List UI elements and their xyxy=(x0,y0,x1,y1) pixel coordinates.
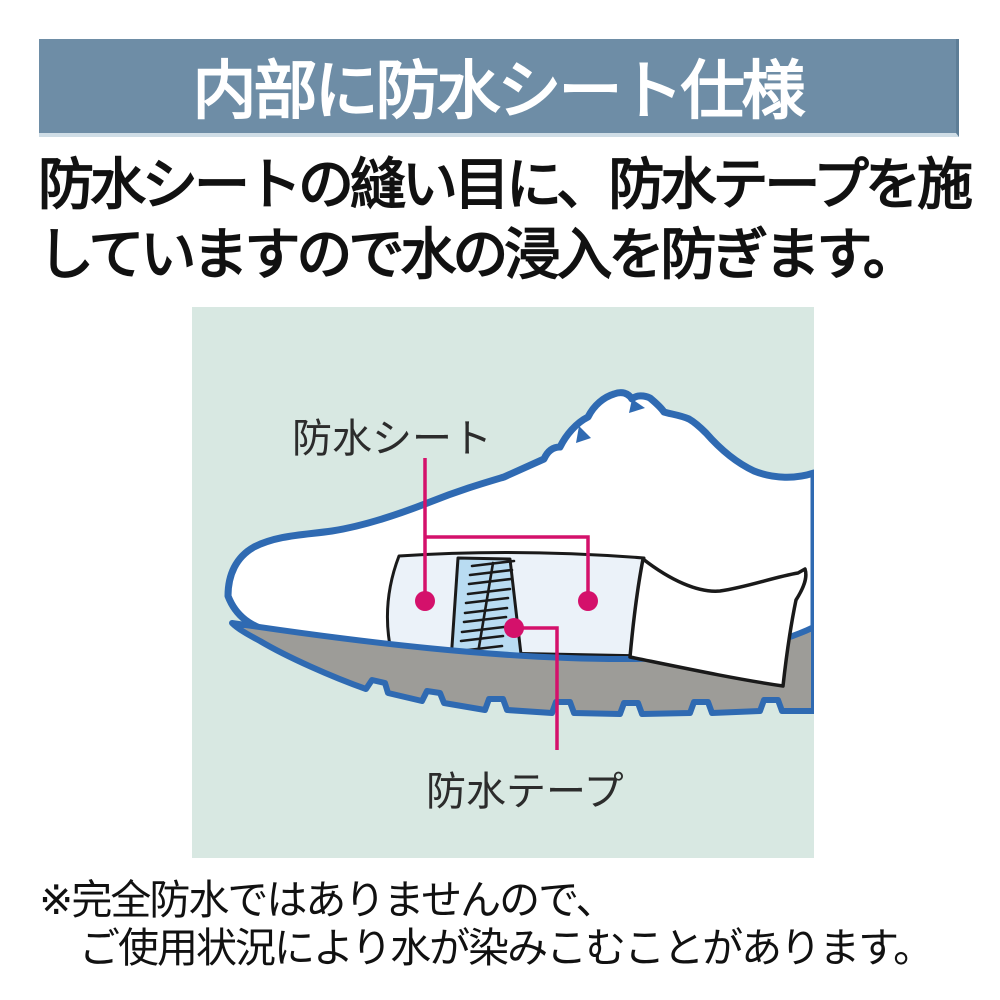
marker-dots xyxy=(415,591,598,638)
waterproof-tape-label: 防水テープ xyxy=(426,770,624,814)
description-text: 防水シートの縫い目に、防水テープを施 していますので水の浸入を防ぎます。 xyxy=(38,150,973,290)
leader-lines xyxy=(423,458,590,750)
shoe-diagram: 防水シート 防水テープ xyxy=(192,307,814,858)
seam-stitches xyxy=(458,559,516,661)
sheet-marker-dot xyxy=(415,591,435,611)
description-line-1: 防水シートの縫い目に、防水テープを施 xyxy=(38,153,973,216)
description-line-2: していますので水の浸入を防ぎます。 xyxy=(38,223,919,286)
collar-detail-icon xyxy=(629,399,645,413)
collar-detail-icon xyxy=(576,426,591,443)
footnote-text: ※完全防水ではありませんので、 ご使用状況により水が染みこむことがあります。 xyxy=(39,876,969,972)
page-title: 内部に防水シート仕様 xyxy=(192,55,806,127)
header-bar: 内部に防水シート仕様 xyxy=(39,39,959,137)
tape-marker-dot xyxy=(504,618,524,638)
peeled-flap xyxy=(628,557,808,688)
shoe-sole xyxy=(229,620,814,717)
footnote-line-1: ※完全防水ではありませんので、 xyxy=(39,877,616,923)
footnote-line-2: ご使用状況により水が染みこむことがあります。 xyxy=(79,925,934,971)
tape-leader-line xyxy=(514,626,559,750)
sheet-marker-dot xyxy=(578,591,598,611)
sheet-leader-line xyxy=(425,535,590,601)
shoe-illustration xyxy=(224,389,814,750)
waterproof-sheet-label: 防水シート xyxy=(292,417,492,461)
